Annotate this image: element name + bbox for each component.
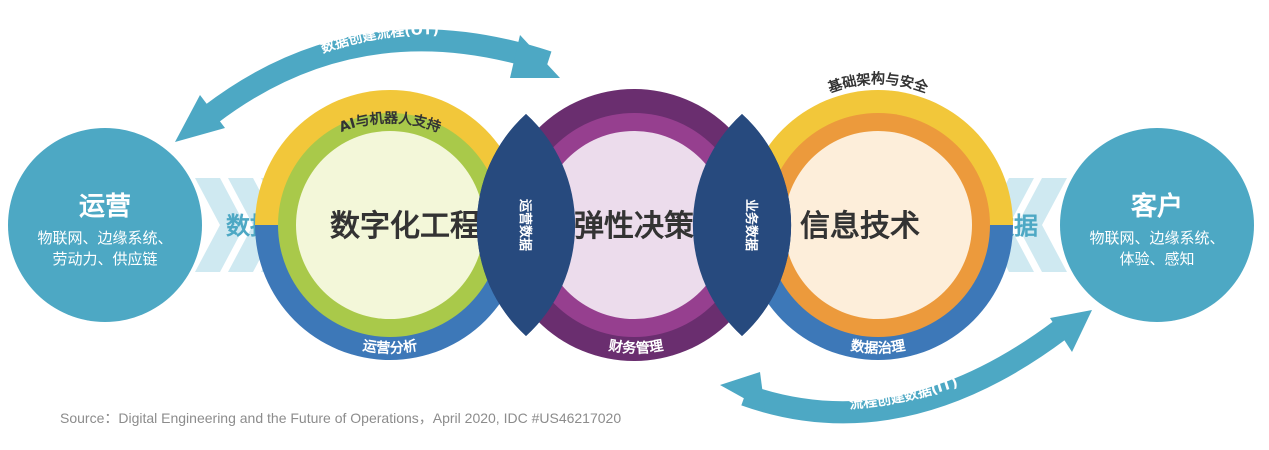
left-node-title: 运营 — [79, 192, 131, 222]
bottom-left-arrowhead — [720, 372, 765, 410]
left-node-line2: 劳动力、供应链 — [52, 250, 157, 268]
right-node-line2: 体验、感知 — [1119, 250, 1194, 268]
center-circle: 弹性决策 运营绩效 财务管理 — [498, 71, 770, 361]
right-circle: 信息技术 基础架构与安全 数据治理 — [743, 71, 1013, 360]
center-circle-title: 弹性决策 — [574, 209, 694, 244]
right-node-circle — [1060, 128, 1254, 322]
left-circle-bottom-arc: 运营分析 — [362, 337, 419, 357]
top-right-arrowhead — [510, 35, 560, 78]
overlap-right-lens-front — [692, 114, 792, 336]
center-circle-bottom-arc: 财务管理 — [607, 337, 665, 357]
right-circle-bottom-arc: 数据治理 — [850, 337, 907, 357]
overlap-left-label: 运营数据 — [517, 199, 533, 251]
bottom-right-arrowhead — [1050, 310, 1092, 352]
right-circle-title: 信息技术 — [800, 209, 920, 244]
left-circle: 数字化工程 AI与机器人支持 运营分析 — [255, 90, 525, 360]
bottom-flow-arrow — [741, 321, 1067, 424]
source-caption: Source：Digital Engineering and the Futur… — [60, 410, 622, 426]
overlap-right-label: 业务数据 — [743, 199, 759, 251]
top-left-arrowhead — [175, 95, 225, 142]
right-node-title: 客户 — [1131, 191, 1183, 222]
left-node-line1: 物联网、边缘系统、 — [37, 229, 172, 247]
left-circle-title: 数字化工程 — [330, 209, 480, 244]
top-flow-arrow — [203, 29, 552, 124]
left-node-circle — [8, 128, 202, 322]
right-node-line1: 物联网、边缘系统、 — [1089, 229, 1224, 247]
center-circle-top-arc: 运营绩效 — [606, 71, 667, 91]
overlap-left-lens-front — [476, 114, 576, 336]
